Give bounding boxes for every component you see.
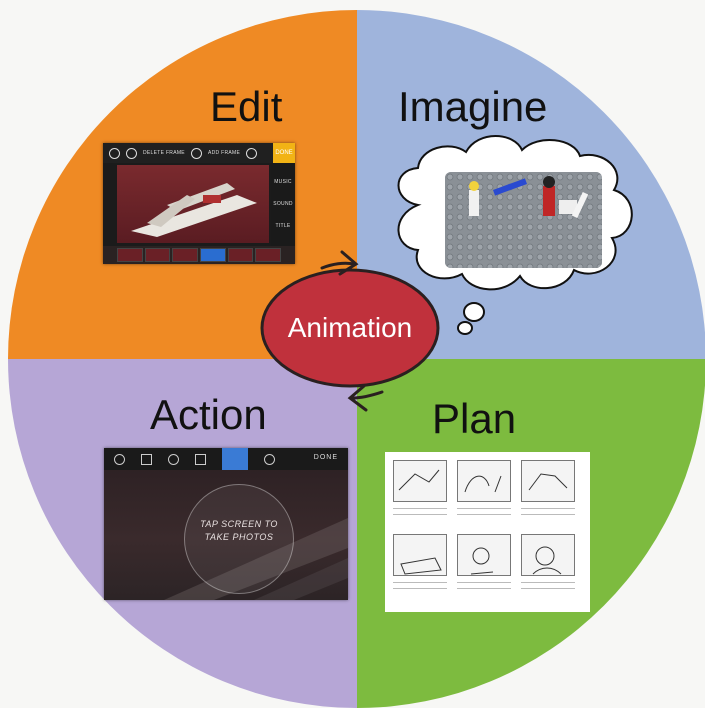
plus-icon	[190, 147, 202, 159]
storyboard-caption-line	[393, 582, 447, 583]
add-frame-label: ADD FRAME	[207, 150, 241, 156]
quadrant-label-plan: Plan	[432, 395, 517, 442]
frame-thumbnail	[227, 248, 254, 262]
storyboard-panel	[457, 534, 511, 576]
cycle-arrows	[320, 250, 384, 412]
storyboard-caption-line	[521, 514, 575, 515]
no-flash-icon	[168, 453, 179, 465]
storyboard-caption-line	[521, 588, 575, 589]
center-ellipse	[260, 268, 440, 388]
quadrant-label-edit: Edit	[210, 83, 283, 130]
storyboard-panel	[521, 460, 575, 502]
frame-icon	[141, 453, 152, 465]
camera-done-button: DONE	[313, 454, 338, 461]
play-icon	[246, 147, 258, 159]
storyboard-caption-line	[457, 588, 511, 589]
tap-instruction-line2: TAKE PHOTOS	[204, 532, 274, 542]
storyboard-panel	[393, 460, 447, 502]
storyboard-caption-line	[393, 508, 447, 509]
center-label: Animation	[287, 312, 413, 343]
sound-label: SOUND	[273, 201, 293, 207]
camera-toolbar	[104, 448, 348, 470]
title-label: TITLE	[275, 223, 291, 229]
storyboard-caption-line	[393, 514, 447, 515]
minus-icon	[126, 147, 137, 159]
onion-skin-icon	[222, 448, 248, 470]
storyboard-caption-line	[457, 514, 511, 515]
tap-instruction-line1: TAP SCREEN TO	[200, 519, 278, 529]
frame-thumbnail	[200, 248, 226, 262]
music-label: MUSIC	[274, 179, 292, 185]
close-icon	[109, 147, 120, 159]
camera-app-screenshot: DONE TAP SCREEN TO TAKE PHOTOS	[104, 448, 348, 600]
close-icon	[114, 453, 125, 465]
frame-thumbnail	[172, 248, 199, 262]
storyboard-sketches	[398, 469, 568, 575]
grid-icon	[195, 453, 206, 465]
frame-strip	[103, 246, 295, 264]
edit-done-button: DONE	[273, 143, 295, 163]
quadrant-label-action: Action	[150, 391, 267, 438]
edit-side-panel: MUSIC SOUND TITLE	[271, 163, 295, 246]
storyboard-panel	[393, 534, 447, 576]
lego-minifigures-image	[445, 172, 602, 268]
edit-app-screenshot: DELETE FRAME ADD FRAME DONE MUSIC SOUND …	[103, 143, 295, 264]
shutter-circle	[184, 484, 294, 594]
storyboard-caption-line	[521, 582, 575, 583]
tap-instruction: TAP SCREEN TO TAKE PHOTOS	[164, 518, 314, 544]
spaceship-model-image	[131, 183, 257, 237]
quadrant-label-imagine: Imagine	[398, 83, 548, 130]
frame-thumbnail	[255, 248, 282, 262]
edit-toolbar: DELETE FRAME ADD FRAME	[103, 143, 295, 163]
edit-frame-preview	[117, 165, 269, 243]
frame-thumbnail	[117, 248, 143, 262]
play-icon	[264, 453, 275, 465]
storyboard-caption-line	[521, 508, 575, 509]
storyboard-sheet	[385, 452, 590, 612]
lego-scene-photo	[445, 172, 602, 268]
storyboard-panel	[521, 534, 575, 576]
delete-frame-label: DELETE FRAME	[143, 150, 185, 156]
storyboard-caption-line	[457, 582, 511, 583]
storyboard-caption-line	[457, 508, 511, 509]
frame-thumbnail	[144, 248, 171, 262]
storyboard-caption-line	[393, 588, 447, 589]
storyboard-panel	[457, 460, 511, 502]
